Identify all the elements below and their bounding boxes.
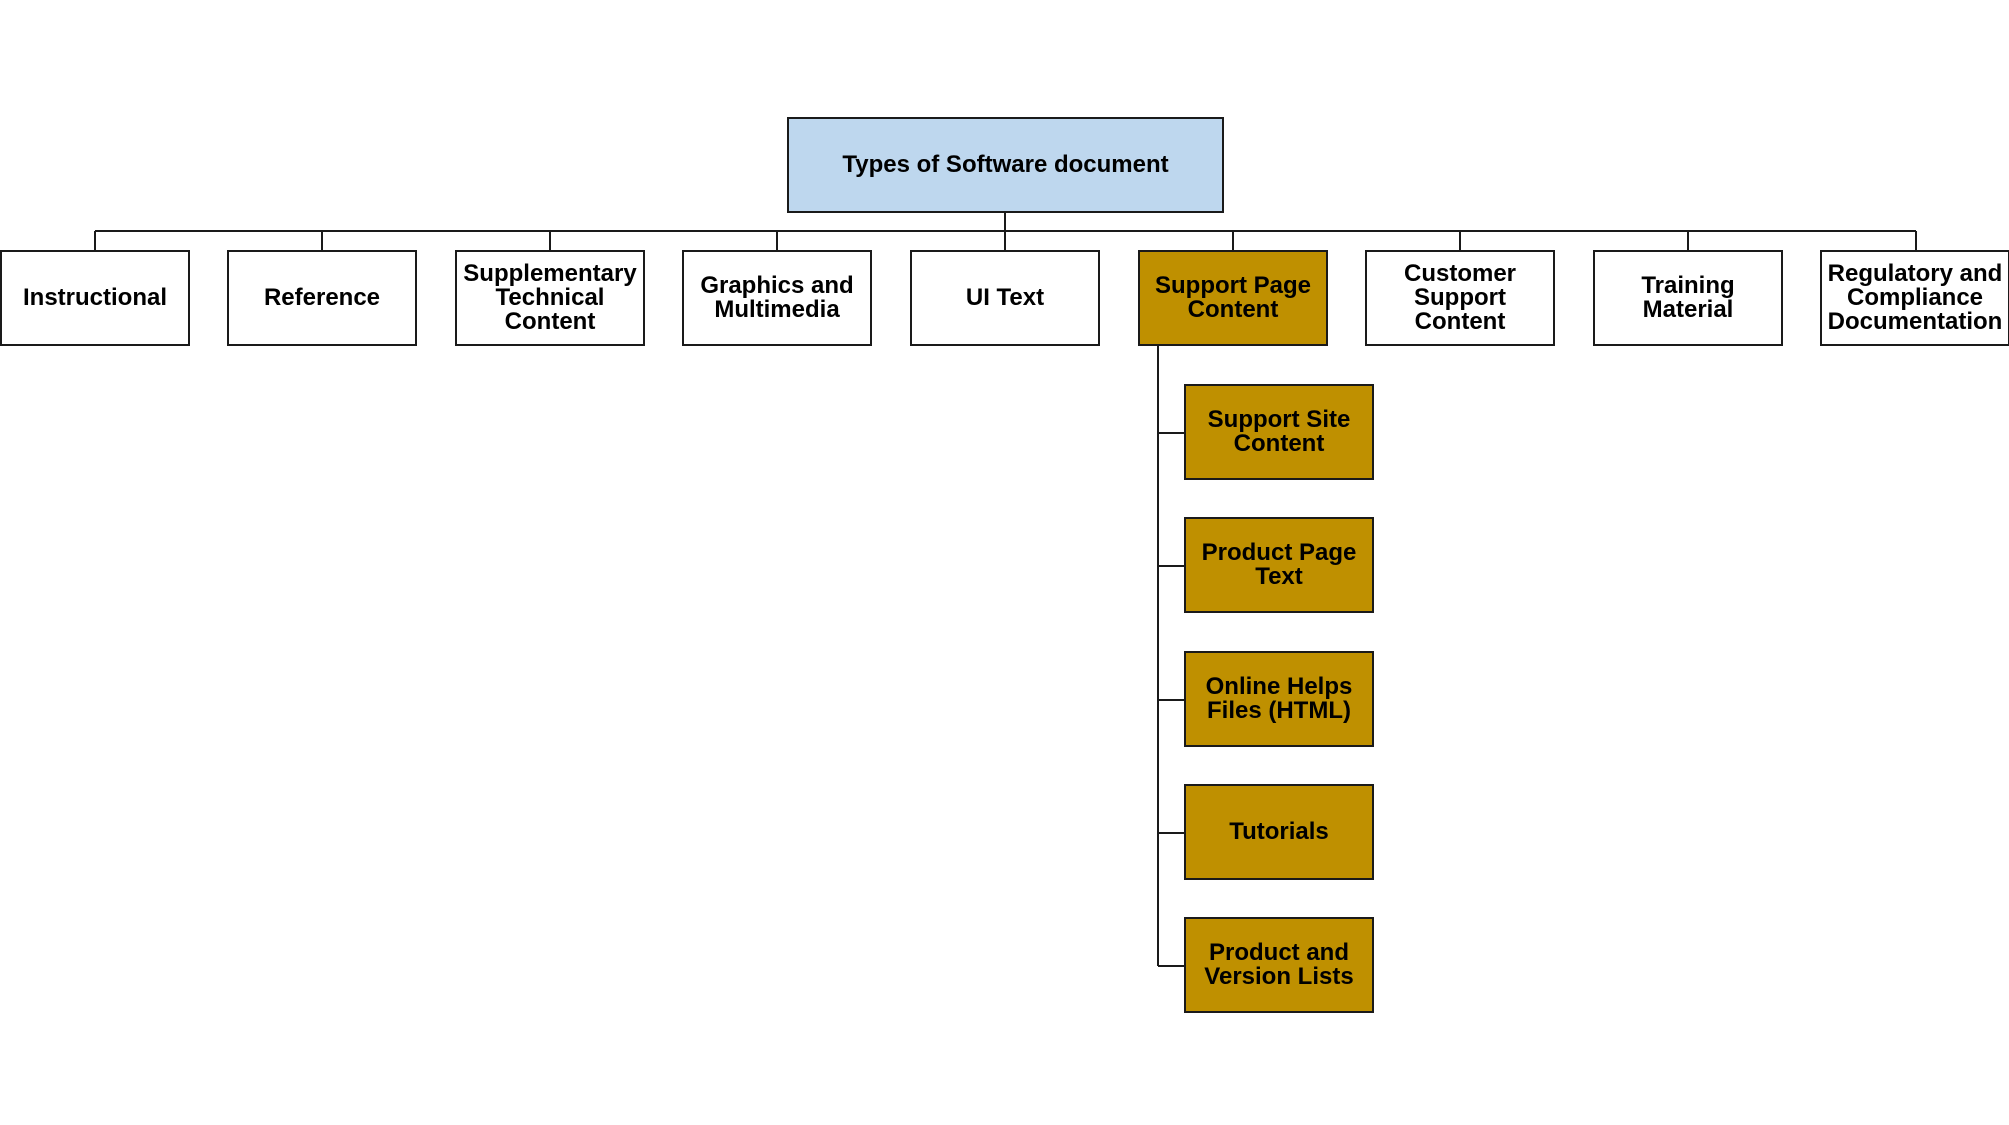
category-node-customer-support-content: Customer Support Content [1365, 250, 1555, 346]
category-label: Customer Support Content [1403, 260, 1517, 335]
child-node-support-site-content: Support Site Content [1184, 384, 1374, 480]
category-node-regulatory-and-compliance-documentation: Regulatory and Compliance Documentation [1820, 250, 2009, 346]
category-node-reference: Reference [227, 250, 417, 346]
child-label: Support Site Content [1207, 406, 1351, 457]
child-node-tutorials: Tutorials [1184, 784, 1374, 880]
category-node-support-page-content: Support Page Content [1138, 250, 1328, 346]
child-label: Tutorials [1229, 818, 1329, 845]
category-label: Reference [263, 284, 381, 311]
child-label: Product Page Text [1201, 539, 1357, 590]
category-label: Training Material [1641, 272, 1735, 323]
child-node-product-page-text: Product Page Text [1184, 517, 1374, 613]
child-label: Product and Version Lists [1204, 939, 1354, 990]
category-label: UI Text [965, 284, 1045, 311]
category-label: Supplementary Technical Content [463, 260, 637, 335]
category-node-supplementary-technical-content: Supplementary Technical Content [455, 250, 645, 346]
category-node-ui-text: UI Text [910, 250, 1100, 346]
category-label: Instructional [22, 284, 167, 311]
category-label: Regulatory and Compliance Documentation [1827, 260, 2003, 335]
category-node-instructional: Instructional [0, 250, 190, 346]
root-node: Types of Software document [787, 117, 1224, 213]
category-label: Graphics and Multimedia [700, 272, 854, 323]
child-label: Online Helps Files (HTML) [1205, 673, 1353, 724]
category-node-training-material: Training Material [1593, 250, 1783, 346]
category-label: Support Page Content [1154, 272, 1311, 323]
root-label: Types of Software document [842, 151, 1169, 178]
category-node-graphics-and-multimedia: Graphics and Multimedia [682, 250, 872, 346]
child-node-product-and-version-lists: Product and Version Lists [1184, 917, 1374, 1013]
child-node-online-helps-files: Online Helps Files (HTML) [1184, 651, 1374, 747]
